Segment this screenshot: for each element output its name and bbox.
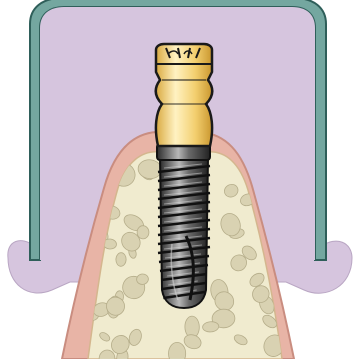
implant-fixture: [158, 158, 210, 308]
bone-pore: [137, 226, 149, 239]
bone-pore: [116, 253, 127, 267]
gold-abutment: [156, 44, 213, 146]
